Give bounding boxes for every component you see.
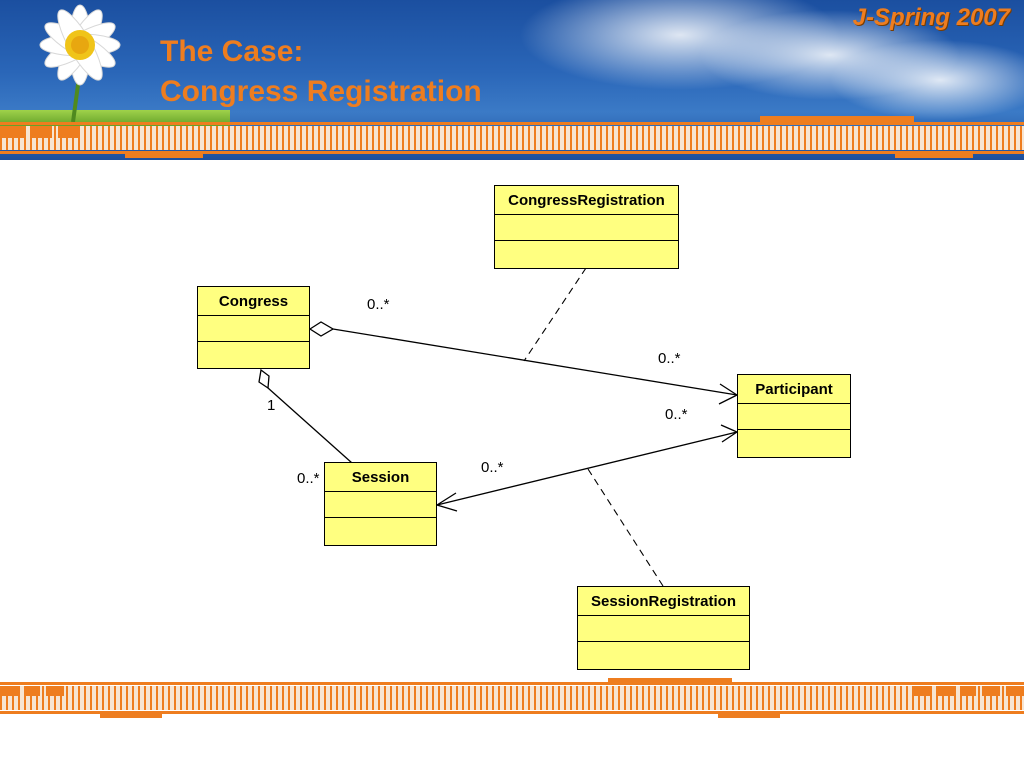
header-banner: The Case: Congress Registration J-Spring…	[0, 0, 1024, 160]
attributes-section	[325, 492, 436, 518]
class-session-registration: SessionRegistration	[577, 586, 750, 670]
daisy-icon	[39, 4, 121, 123]
footer-stripe-band	[0, 678, 1024, 718]
multiplicity-label: 0..*	[658, 350, 681, 367]
arrowhead-session	[435, 492, 458, 512]
cloud-decoration	[830, 40, 1024, 120]
class-name: Session	[325, 463, 436, 492]
aggregation-diamond	[258, 368, 270, 390]
multiplicity-label: 0..*	[481, 459, 504, 476]
operations-section	[495, 241, 678, 267]
association-congress-session	[267, 387, 353, 464]
class-participant: Participant	[737, 374, 851, 458]
attributes-section	[738, 404, 850, 430]
association-participant-session	[436, 431, 738, 506]
header-stripe-band	[0, 116, 1024, 158]
attributes-section	[198, 316, 309, 342]
class-name: Participant	[738, 375, 850, 404]
operations-section	[738, 430, 850, 456]
aggregation-diamond	[308, 321, 335, 337]
association-class-link-session-registration	[587, 468, 664, 587]
class-name: SessionRegistration	[578, 587, 749, 616]
multiplicity-label: 0..*	[665, 406, 688, 423]
title-line-2: Congress Registration	[160, 75, 482, 108]
class-session: Session	[324, 462, 437, 546]
multiplicity-label: 0..*	[297, 470, 320, 487]
attributes-section	[495, 215, 678, 241]
multiplicity-label: 0..*	[367, 296, 390, 313]
association-congress-participant	[332, 328, 738, 396]
brand-label: J-Spring 2007	[852, 4, 1010, 31]
operations-section	[578, 642, 749, 668]
class-name: Congress	[198, 287, 309, 316]
class-congress: Congress	[197, 286, 310, 369]
class-congress-registration: CongressRegistration	[494, 185, 679, 269]
attributes-section	[578, 616, 749, 642]
slide-title: The Case: Congress Registration	[160, 32, 482, 112]
title-line-1: The Case:	[160, 35, 304, 68]
operations-section	[325, 518, 436, 544]
multiplicity-label: 1	[267, 397, 276, 414]
class-name: CongressRegistration	[495, 186, 678, 215]
operations-section	[198, 342, 309, 368]
association-class-link-congress-registration	[523, 267, 587, 362]
